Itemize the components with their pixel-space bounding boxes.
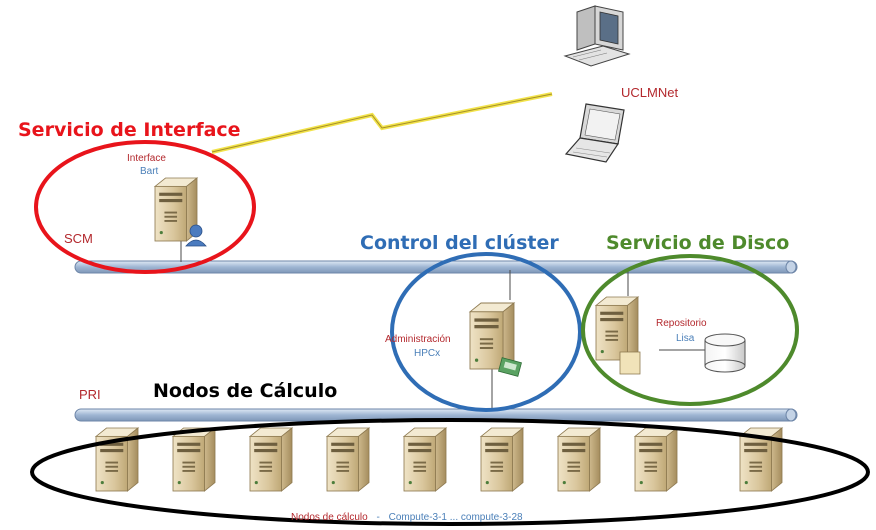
compute-caption: Nodos de cálculo - Compute-3-1 ... compu… bbox=[291, 512, 523, 523]
compute-group-outline bbox=[30, 418, 870, 526]
scm-network-label: SCM bbox=[64, 231, 93, 246]
lightning-link-icon bbox=[211, 92, 553, 154]
disk-cylinder-icon bbox=[704, 333, 746, 373]
laptop-icon bbox=[564, 103, 625, 163]
compute-node-4 bbox=[326, 427, 370, 492]
compute-node-3 bbox=[249, 427, 293, 492]
compute-nodes bbox=[95, 427, 783, 492]
admin-server bbox=[469, 302, 522, 377]
compute-caption-range: Compute-3-1 ... compute-3-28 bbox=[389, 512, 523, 523]
interface-server bbox=[154, 177, 207, 247]
network-card-icon bbox=[498, 357, 522, 377]
desktop-computer-icon bbox=[563, 5, 631, 67]
server-icon bbox=[595, 296, 639, 361]
compute-node-2 bbox=[172, 427, 216, 492]
compute-node-8 bbox=[634, 427, 678, 492]
interface-server-role: Interface bbox=[127, 153, 166, 164]
document-icon bbox=[619, 351, 641, 375]
disk-group-outline bbox=[581, 254, 799, 406]
repo-server-role: Repositorio bbox=[656, 318, 707, 329]
control-group-outline bbox=[390, 252, 582, 412]
bus-connectors bbox=[180, 241, 705, 410]
control-group-title: Control del clúster bbox=[360, 232, 559, 254]
disk-group-title: Servicio de Disco bbox=[606, 232, 789, 254]
repo-server-name: Lisa bbox=[676, 333, 695, 344]
interface-group-title: Servicio de Interface bbox=[18, 119, 241, 141]
pri-network-label: PRI bbox=[79, 387, 101, 402]
admin-server-name: HPCx bbox=[414, 348, 440, 359]
interface-group-outline bbox=[34, 140, 256, 274]
compute-node-6 bbox=[480, 427, 524, 492]
compute-caption-prefix: Nodos de cálculo bbox=[291, 512, 368, 523]
compute-node-7 bbox=[557, 427, 601, 492]
compute-group-title: Nodos de Cálculo bbox=[153, 380, 337, 402]
user-badge-icon bbox=[185, 224, 207, 247]
repository-server bbox=[595, 296, 746, 375]
compute-caption-separator: - bbox=[377, 512, 380, 523]
admin-server-role: Administración bbox=[385, 334, 451, 345]
compute-node-5 bbox=[403, 427, 447, 492]
interface-server-name: Bart bbox=[140, 166, 159, 177]
uclmnet-label: UCLMNet bbox=[621, 85, 678, 100]
